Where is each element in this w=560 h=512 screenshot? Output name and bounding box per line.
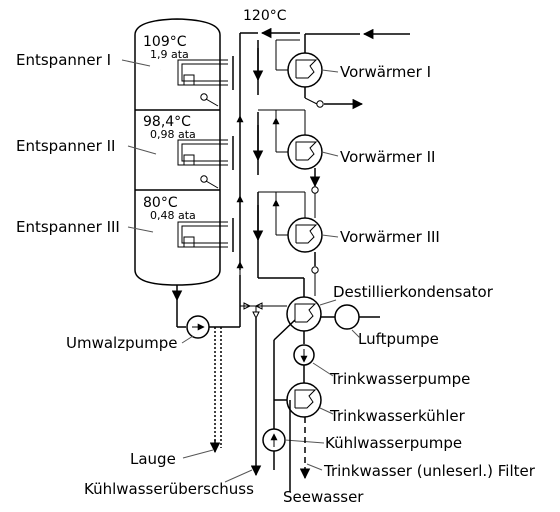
drain-valve (252, 311, 260, 320)
stage-3-temp: 80°C (143, 195, 178, 211)
vent-valve-1 (316, 100, 324, 108)
stage-2-temp: 98,4°C (143, 114, 191, 130)
preheater-1-label: Vorwärmer I (340, 63, 431, 81)
stage-3-label: Entspanner III (16, 218, 120, 236)
preheater-3-label: Vorwärmer III (340, 228, 440, 246)
stage-3-pressure: 0,48 ata (150, 209, 196, 222)
stage-2-pressure: 0,98 ata (150, 128, 196, 141)
stage-2-label: Entspanner II (16, 137, 115, 155)
drinking-water-pump-label: Trinkwasserpumpe (329, 370, 470, 388)
preheater-2-label: Vorwärmer II (340, 148, 435, 166)
drinking-water-cooler-label: Trinkwasserkühler (329, 407, 466, 425)
stage-2-condenser (177, 136, 234, 170)
stage-1-temp: 109°C (143, 34, 187, 50)
drinking-water-pump (293, 344, 315, 366)
drinking-water-cooler (286, 382, 322, 418)
air-pump-label: Luftpumpe (358, 330, 439, 348)
cooling-water-overflow-label: Kühlwasserüberschuss (84, 480, 254, 498)
stage-3-condenser (177, 218, 234, 252)
stage-1-label: Entspanner I (16, 51, 111, 69)
preheater-2 (287, 134, 323, 170)
stage-1-condenser (177, 56, 234, 90)
air-pump (321, 304, 380, 330)
lye-label: Lauge (130, 450, 176, 468)
preheater-1 (287, 52, 323, 88)
evaporator-vessel (134, 18, 221, 286)
distillate-condenser-label: Destillierkondensator (333, 283, 494, 301)
preheater-3 (287, 217, 323, 253)
circulation-pump (186, 315, 210, 339)
flash-valve-2 (200, 175, 208, 183)
circulation-pump-label: Umwalzpumpe (66, 334, 177, 352)
top-temp-label: 120°C (243, 8, 287, 24)
flash-valve-1 (200, 93, 208, 101)
seawater-label: Seewasser (283, 488, 364, 506)
distillate-condenser (286, 296, 322, 332)
drinking-water-filter-label: Trinkwasser (unleserl.) Filter (323, 462, 536, 480)
cooling-water-pump-label: Kühlwasserpumpe (325, 434, 462, 452)
stage-1-pressure: 1,9 ata (150, 48, 189, 61)
cooling-water-pump (262, 428, 286, 452)
